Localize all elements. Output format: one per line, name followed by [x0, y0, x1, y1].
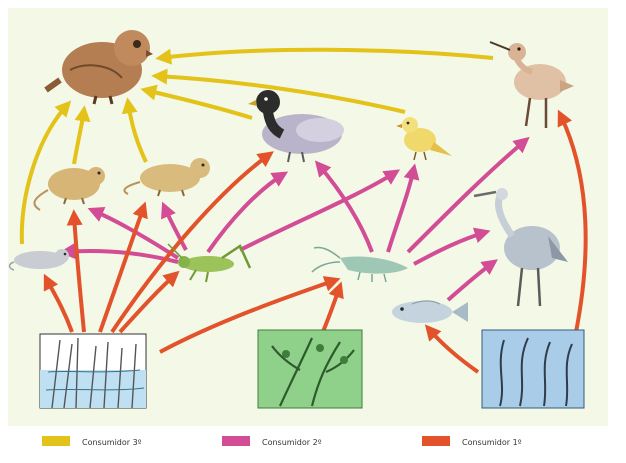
legend-label-secondary: Consumidor 2º — [262, 438, 322, 447]
legend-swatch-tertiary — [42, 436, 70, 446]
legend-item-secondary: Consumidor 2º — [222, 436, 322, 447]
legend-label-primary: Consumidor 1º — [462, 438, 522, 447]
legend-swatch-secondary — [222, 436, 250, 446]
legend-item-tertiary: Consumidor 3º — [42, 436, 142, 447]
legend-item-primary: Consumidor 1º — [422, 436, 522, 447]
legend-label-tertiary: Consumidor 3º — [82, 438, 142, 447]
reed-producer-panel — [40, 334, 146, 408]
aquatic-plant-producer-panel — [258, 330, 362, 408]
legend-swatch-primary — [422, 436, 450, 446]
legend: Consumidor 3º Consumidor 2º Consumidor 1… — [42, 436, 522, 447]
seaweed-producer-panel — [482, 330, 584, 408]
